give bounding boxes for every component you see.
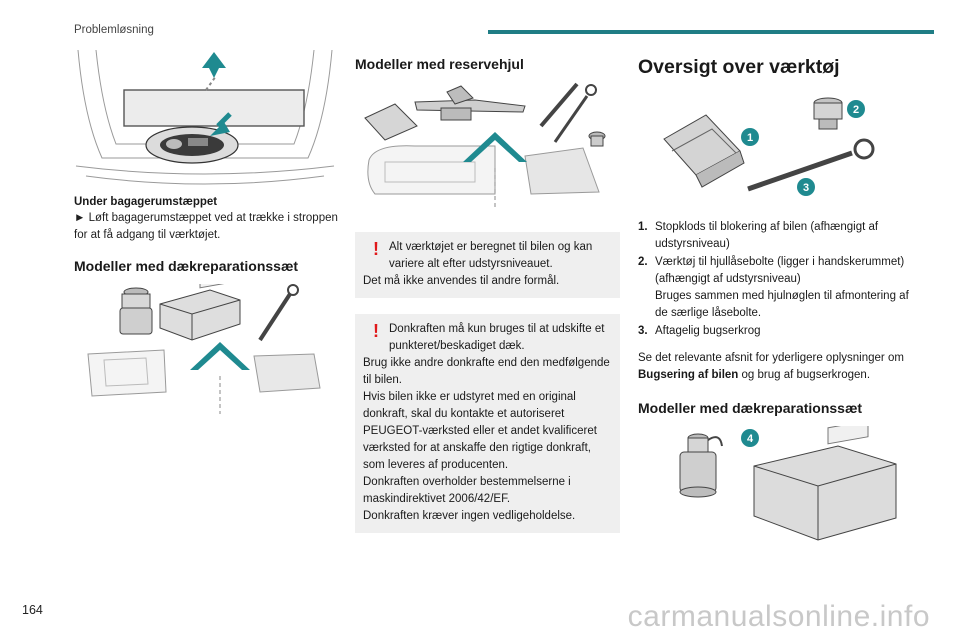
warning-jack-first-line: Donkraften må kun bruges til at udskifte… xyxy=(389,323,605,352)
marker-4: 4 xyxy=(747,433,754,445)
towing-reference-paragraph: Se det relevante afsnit for yderligere o… xyxy=(638,352,904,381)
page-number: 164 xyxy=(22,603,43,617)
marker-3: 3 xyxy=(803,182,809,194)
trunk-mat-title: Under bagagerumstæppet xyxy=(74,196,218,208)
warning-box-jack: ! Donkraften må kun bruges til at udskif… xyxy=(355,314,620,533)
trunk-illustration xyxy=(75,49,335,185)
column-middle: Modeller med reservehjul ! Alt værktøjet… xyxy=(355,56,620,533)
warning-exclamation-icon: ! xyxy=(373,321,379,341)
warning-jack-line: Hvis bilen ikke er udstyret med en origi… xyxy=(363,391,597,471)
marker-1: 1 xyxy=(747,132,753,144)
header-section-label: Problemløsning xyxy=(74,24,154,36)
watermark: carmanualsonline.info xyxy=(627,600,930,633)
warning-jack-line: Brug ikke andre donkrafte end den medføl… xyxy=(363,357,610,386)
list-item: 1. Stopklods til blokering af bilen (afh… xyxy=(638,221,879,250)
column-left: Under bagagerumstæppet ► Løft bagagerums… xyxy=(74,48,340,416)
list-item: 2. Værktøj til hjullåsebolte (ligger i h… xyxy=(638,256,909,319)
tire-repair-kit-illustration-numbered: 4 xyxy=(679,426,897,541)
warning-box-tools: ! Alt værktøjet er beregnet til bilen og… xyxy=(355,232,620,298)
warning-exclamation-icon: ! xyxy=(373,239,379,259)
tools-overview-heading: Oversigt over værktøj xyxy=(638,56,840,78)
tools-overview-illustration: 1 2 3 xyxy=(663,97,875,196)
tire-repair-kit-illustration xyxy=(87,284,321,414)
spare-wheel-tools-illustration xyxy=(364,82,606,208)
tire-repair-heading: Modeller med dækreparationssæt xyxy=(74,258,299,274)
tools-list: 1. Stopklods til blokering af bilen (afh… xyxy=(638,219,918,340)
warning-tools-first-line: Alt værktøjet er beregnet til bilen og k… xyxy=(389,241,593,270)
list-item: 3. Aftagelig bugserkrog xyxy=(638,325,761,337)
spare-wheel-heading: Modeller med reservehjul xyxy=(355,56,524,72)
trunk-mat-instruction: ► Løft bagagerumstæppet ved at trække i … xyxy=(74,212,338,241)
tire-repair-subheading: Modeller med dækreparationssæt xyxy=(638,400,863,416)
warning-jack-line: Donkraften kræver ingen vedligeholdelse. xyxy=(363,510,576,522)
marker-2: 2 xyxy=(853,104,859,116)
header-accent-bar xyxy=(488,30,934,34)
warning-jack-line: Donkraften overholder bestemmelserne i m… xyxy=(363,476,571,505)
column-right: Oversigt over værktøj 1 2 3 1. Stopklods… xyxy=(638,56,918,544)
towing-reference-link: Bugsering af bilen xyxy=(638,369,739,381)
warning-tools-line: Det må ikke anvendes til andre formål. xyxy=(363,275,560,287)
